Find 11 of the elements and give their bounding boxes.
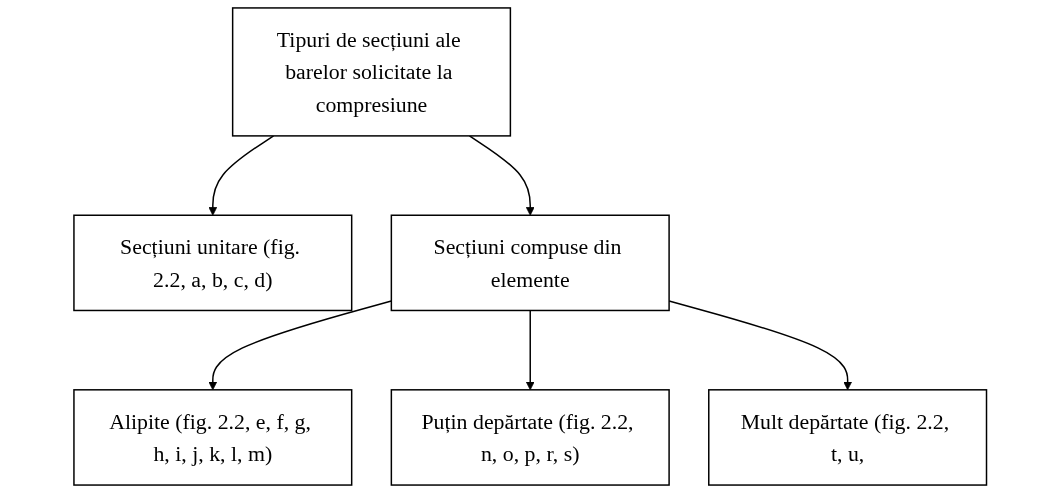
arrow: [208, 300, 392, 391]
node-box: Puțin depărtate (fig. 2.2, n, o, p, r, s): [390, 389, 670, 486]
arrow: [208, 135, 275, 216]
arrow: [468, 135, 535, 216]
node-box: Mult depărtate (fig. 2.2, t, u,: [707, 389, 988, 486]
node-box: Alipite (fig. 2.2, e, f, g, h, i, j, k, l, m): [72, 389, 353, 486]
node-box: Secțiuni unitare (fig. 2.2, a, b, c, d): [72, 214, 353, 312]
arrow: [525, 309, 535, 391]
node-box: Secțiuni compuse din elemente: [390, 214, 670, 312]
node-box: Tipuri de secțiuni ale barelor solicitate la compresiune: [231, 7, 511, 137]
arrow: [668, 300, 852, 391]
